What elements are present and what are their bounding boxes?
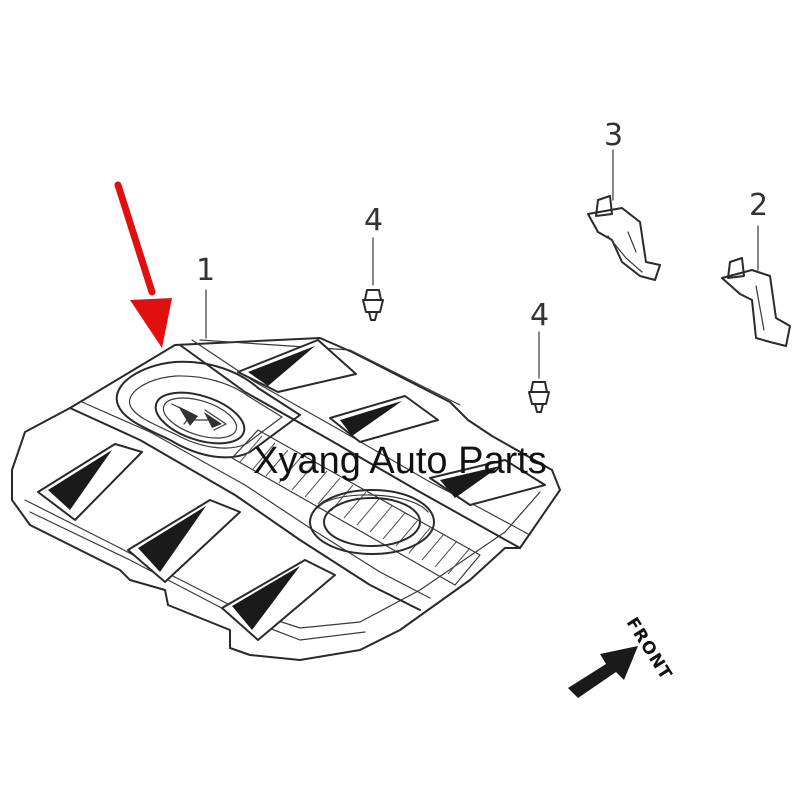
ribbed-band bbox=[231, 429, 481, 586]
bracket-2 bbox=[721, 225, 791, 347]
callout-4-upper: 4 bbox=[364, 203, 383, 238]
callout-4-lower: 4 bbox=[530, 298, 549, 333]
oil-filler-recess bbox=[309, 489, 435, 555]
watermark-text: Xyang Auto Parts bbox=[253, 440, 547, 482]
callout-1: 1 bbox=[196, 253, 215, 288]
red-pointer-arrow-icon bbox=[114, 181, 172, 348]
front-direction-arrow-icon bbox=[568, 646, 638, 698]
brand-emblem-icon bbox=[154, 391, 246, 445]
upper-vents bbox=[237, 339, 546, 506]
bracket-3 bbox=[587, 149, 661, 281]
engine-cover bbox=[11, 337, 561, 661]
lower-vents bbox=[37, 443, 336, 641]
callout-2: 2 bbox=[749, 188, 768, 223]
callout-3: 3 bbox=[604, 118, 623, 153]
grommet-bolt-4-upper bbox=[362, 237, 384, 321]
grommet-bolt-4-lower bbox=[528, 331, 550, 413]
